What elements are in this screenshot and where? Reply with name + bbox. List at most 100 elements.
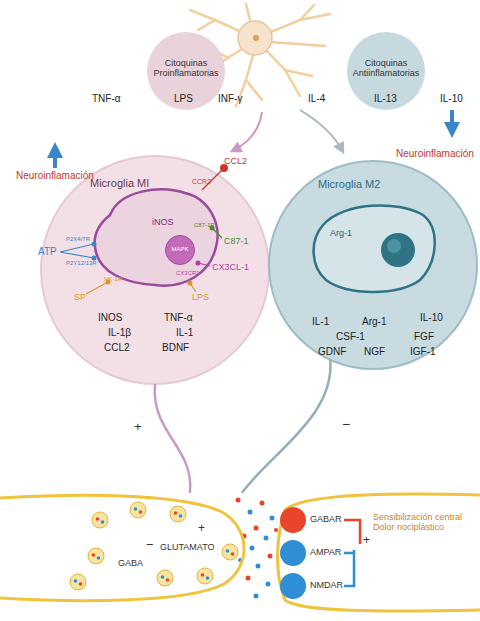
annotation-label: INOS [98, 312, 122, 324]
node-text: MAPK [165, 246, 195, 253]
microglia-cell: Arg-1 [308, 200, 438, 295]
vesicle-dot [201, 573, 205, 577]
annotation-label: C87-1 [224, 236, 249, 246]
annotation-label: NGF [364, 346, 385, 358]
annotation-label: CCL2 [104, 342, 130, 354]
connector-line [243, 361, 331, 492]
annotation-label: − [146, 538, 154, 553]
annotation-label: NK-1R [104, 276, 122, 283]
annotation-label: TNF-α [92, 93, 121, 105]
vesicle-dot [96, 517, 100, 521]
annotation-label: IL-10 [440, 93, 463, 105]
annotation-label: LPS [174, 93, 193, 105]
vesicle-dot [134, 507, 138, 511]
node-text: Citoquinas Proinflamatorias [151, 58, 221, 79]
activation-arrow [300, 110, 342, 150]
annotation-label: BDNF [162, 342, 189, 354]
annotation-label: IL-1 [312, 316, 329, 328]
vesicle-dot [139, 510, 143, 514]
node-text: GABA [118, 558, 152, 568]
annotation-label: CSF-1 [336, 331, 365, 343]
receptor-symbol [196, 261, 201, 266]
vesicle-symbol [130, 502, 146, 518]
annotation-label: CX3CL-1 [212, 262, 249, 272]
vesicle-symbol [92, 512, 108, 528]
annotation-label: FGF [414, 331, 434, 343]
vesicle-dot [179, 514, 183, 518]
increase-arrow [53, 150, 57, 168]
annotation-label: Neuroinflamación [396, 148, 474, 160]
activation-arrow [234, 112, 262, 150]
node-text: Microglia M2 [318, 178, 418, 191]
receptor-symbol [188, 281, 193, 286]
terminal-outline [0, 495, 244, 600]
node-text: Citoquinas Antiinflamatorias [349, 58, 423, 79]
nucleolus-symbol [387, 239, 401, 253]
neurotransmitter-dots [236, 498, 279, 599]
node-outline [90, 185, 220, 290]
vesicle-dot [166, 578, 170, 582]
microglia-cell: iNOS MAPK [90, 185, 220, 290]
dot [254, 594, 259, 599]
dot [260, 501, 265, 506]
microglia-nucleus [253, 35, 259, 41]
cell-outline [95, 189, 218, 285]
nucleus-symbol [381, 233, 415, 267]
node-text: Arg-1 [330, 228, 370, 238]
receptor-symbol [92, 242, 97, 247]
microglia-body [238, 21, 272, 55]
edge-label: + [134, 420, 142, 435]
branch [270, 42, 325, 46]
node-text: iNOS [152, 217, 186, 227]
dot [246, 576, 251, 581]
dot [268, 554, 273, 559]
annotation-label: LPS [192, 292, 209, 302]
dot [236, 498, 241, 503]
vesicle-symbol [157, 570, 173, 586]
annotation-label: IL-1 [176, 327, 193, 339]
vesicle-dot [226, 549, 230, 553]
branch [266, 14, 330, 34]
annotation-label: C87-1R [194, 222, 215, 229]
cell-outline [314, 205, 435, 292]
annotation-label: CCR2 [192, 178, 211, 186]
vesicle-dot [74, 579, 78, 583]
bracket [344, 520, 360, 544]
postsynaptic-terminal [278, 494, 480, 611]
annotation-label: INF-γ [218, 93, 242, 105]
vesicle-dot [92, 553, 96, 557]
dot [254, 526, 259, 531]
annotation-label: IL-10 [420, 312, 443, 324]
annotation-label: IL-1β [108, 327, 131, 339]
annotation-label: IGF-1 [410, 346, 436, 358]
annotation-label: SP [74, 292, 86, 302]
annotation-label: GDNF [318, 346, 346, 358]
vesicle-dot [206, 576, 210, 580]
annotation-label: ATP [38, 246, 57, 258]
annotation-label: IL-4 [308, 93, 325, 105]
branch [300, 5, 314, 20]
circle-outline [41, 156, 269, 384]
annotation-label: CCL2 [224, 156, 247, 166]
circle-outline [147, 32, 225, 110]
receptor-symbol [92, 256, 97, 261]
receptor-circle [280, 507, 306, 533]
annotation-label: P2Y12/13R [66, 260, 97, 267]
branch [246, 80, 262, 100]
receptor-circle [280, 573, 306, 599]
vesicle-dot [161, 575, 165, 579]
nucleus-circle: MAPK [165, 235, 195, 265]
node-outline [308, 200, 438, 295]
annotation-label: IL-13 [374, 93, 397, 105]
annotation-label: Arg-1 [362, 316, 386, 328]
dot [248, 510, 253, 515]
dot [264, 536, 269, 541]
edge-label: − [342, 416, 350, 432]
annotation-label: + [198, 522, 205, 536]
dot [274, 528, 278, 532]
dot [270, 516, 275, 521]
vesicle-dot [79, 582, 83, 586]
branch [198, 20, 215, 30]
vesicle-dot [101, 520, 105, 524]
